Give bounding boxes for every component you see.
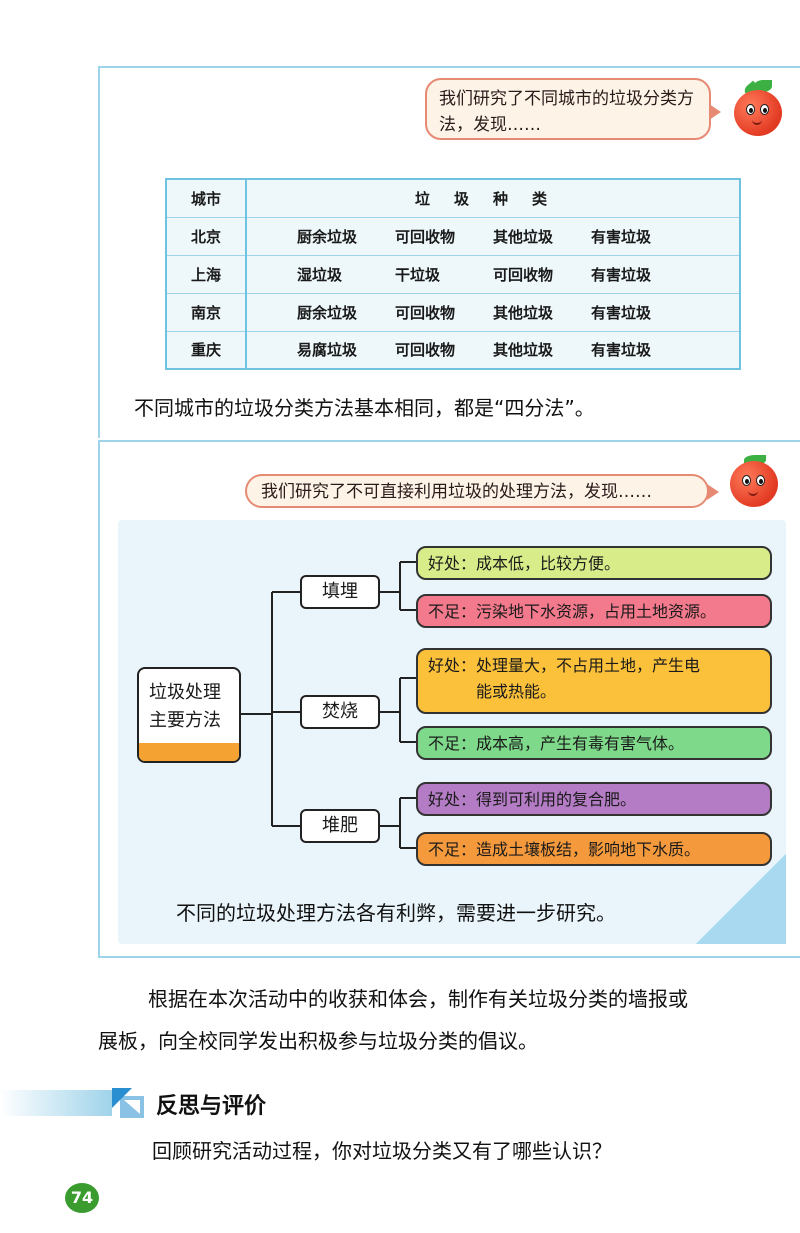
- reflection-question: 回顾研究活动过程，你对垃圾分类又有了哪些认识？: [152, 1139, 612, 1163]
- type-cell: 干垃圾: [395, 265, 441, 284]
- types-cell: 易腐垃圾 可回收物 其他垃圾 有害垃圾: [246, 331, 740, 370]
- pro-label: 好处：: [428, 656, 477, 675]
- type-cell: 可回收物: [395, 227, 456, 246]
- speech-bubble-text: 我们研究了不同城市的垃圾分类方法，发现……: [439, 89, 694, 135]
- landfill-con: 不足：污染地下水资源，占用土地资源。: [416, 594, 772, 628]
- con-label: 不足：: [428, 840, 477, 859]
- incineration-pro: 好处：处理量大，不占用土地，产生电 能或热能。: [416, 648, 772, 714]
- root-accent-stripe: [139, 743, 239, 761]
- header-city: 城市: [166, 179, 247, 218]
- method-compost: 堆肥: [300, 809, 380, 843]
- speech-bubble-methods: 我们研究了不可直接利用垃圾的处理方法，发现……: [245, 474, 709, 508]
- landfill-pro: 好处：成本低，比较方便。: [416, 546, 772, 580]
- root-label-line1: 垃圾处理: [149, 682, 221, 703]
- type-cell: 易腐垃圾: [297, 341, 358, 360]
- type-cell: 有害垃圾: [591, 341, 652, 360]
- con-label: 不足：: [428, 734, 477, 753]
- con-text: 成本高，产生有毒有害气体。: [476, 734, 685, 753]
- table-row: 上海 湿垃圾 干垃圾 可回收物 有害垃圾: [166, 255, 740, 294]
- pro-label: 好处：: [428, 790, 477, 809]
- type-cell: 有害垃圾: [591, 227, 652, 246]
- paragraph-line1: 根据在本次活动中的收获和体会，制作有关垃圾分类的墙报或: [148, 987, 688, 1011]
- type-cell: 湿垃圾: [297, 265, 343, 284]
- page-number: 74: [65, 1183, 99, 1213]
- city-cell: 上海: [166, 255, 247, 294]
- types-cell: 厨余垃圾 可回收物 其他垃圾 有害垃圾: [246, 217, 740, 256]
- compost-con: 不足：造成土壤板结，影响地下水质。: [416, 832, 772, 866]
- type-cell: 其他垃圾: [493, 341, 554, 360]
- speech-bubble-text: 我们研究了不可直接利用垃圾的处理方法，发现……: [261, 482, 652, 502]
- pro-text-line2: 能或热能。: [476, 682, 557, 701]
- tomato-mascot-icon: [726, 455, 782, 511]
- con-label: 不足：: [428, 602, 477, 621]
- section-title: 反思与评价: [156, 1094, 267, 1119]
- root-label-line2: 主要方法: [149, 710, 221, 731]
- type-cell: 可回收物: [395, 303, 456, 322]
- table-row: 重庆 易腐垃圾 可回收物 其他垃圾 有害垃圾: [166, 331, 740, 370]
- type-cell: 有害垃圾: [591, 303, 652, 322]
- compost-pro: 好处：得到可利用的复合肥。: [416, 782, 772, 816]
- city-cell: 重庆: [166, 331, 247, 370]
- type-cell: 可回收物: [493, 265, 554, 284]
- types-cell: 厨余垃圾 可回收物 其他垃圾 有害垃圾: [246, 293, 740, 332]
- city-classification-table: 城市 垃圾种类 北京 厨余垃圾可回收物其他垃圾有害垃圾 上海 湿垃圾干垃圾可回收…: [165, 178, 741, 370]
- conclusion-cities: 不同城市的垃圾分类方法基本相同，都是“四分法”。: [134, 396, 595, 420]
- con-text: 污染地下水资源，占用土地资源。: [476, 602, 717, 621]
- type-cell: 其他垃圾: [493, 303, 554, 322]
- conclusion-methods: 不同的垃圾处理方法各有利弊，需要进一步研究。: [176, 901, 616, 925]
- type-cell: 有害垃圾: [591, 265, 652, 284]
- type-cell: 厨余垃圾: [297, 227, 358, 246]
- section-header-bar: [0, 1090, 112, 1116]
- pro-text: 得到可利用的复合肥。: [476, 790, 637, 809]
- method-landfill: 填埋: [300, 575, 380, 609]
- type-cell: 厨余垃圾: [297, 303, 358, 322]
- type-cell: 其他垃圾: [493, 227, 554, 246]
- table-row: 北京 厨余垃圾 可回收物 其他垃圾 有害垃圾: [166, 217, 740, 256]
- pro-text: 成本低，比较方便。: [476, 554, 621, 573]
- activity-paragraph: 根据在本次活动中的收获和体会，制作有关垃圾分类的墙报或 展板，向全校同学发出积极…: [98, 978, 800, 1062]
- types-cell: 湿垃圾 干垃圾 可回收物 有害垃圾: [246, 255, 740, 294]
- incineration-con: 不足：成本高，产生有毒有害气体。: [416, 726, 772, 760]
- header-types: 垃圾种类: [246, 179, 740, 218]
- table-row: 南京 厨余垃圾 可回收物 其他垃圾 有害垃圾: [166, 293, 740, 332]
- table-header-row: 城市 垃圾种类: [166, 179, 740, 218]
- tomato-mascot-icon: [730, 80, 786, 140]
- city-cell: 南京: [166, 293, 247, 332]
- method-incineration: 焚烧: [300, 695, 380, 729]
- mindmap-root: 垃圾处理 主要方法: [137, 667, 241, 763]
- speech-bubble-tail: [709, 104, 721, 120]
- pro-label: 好处：: [428, 554, 477, 573]
- pro-text: 处理量大，不占用土地，产生电: [476, 656, 701, 675]
- city-cell: 北京: [166, 217, 247, 256]
- con-text: 造成土壤板结，影响地下水质。: [476, 840, 701, 859]
- speech-bubble-cities: 我们研究了不同城市的垃圾分类方法，发现……: [425, 78, 711, 140]
- speech-bubble-tail: [707, 484, 719, 500]
- paragraph-line2: 展板，向全校同学发出积极参与垃圾分类的倡议。: [98, 1029, 538, 1053]
- section-arrow-icon: [112, 1088, 144, 1118]
- type-cell: 可回收物: [395, 341, 456, 360]
